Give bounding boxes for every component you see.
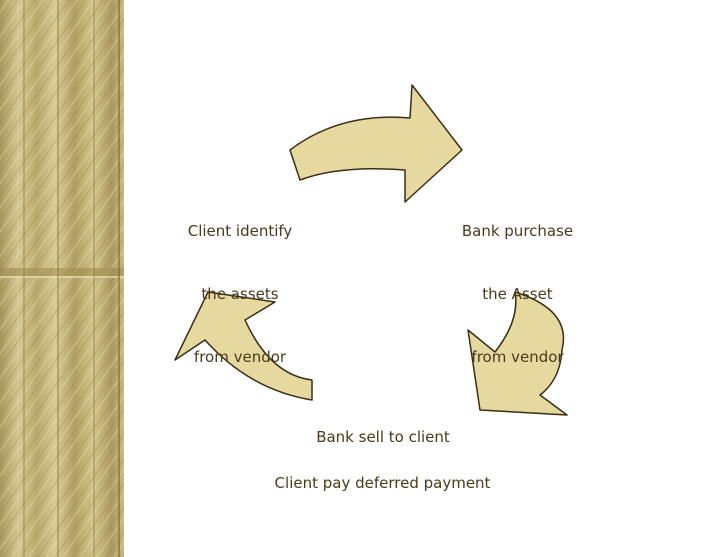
stripe-graphic	[0, 0, 124, 557]
decorative-stripe	[0, 0, 124, 557]
arrow-right	[467, 291, 568, 416]
step-client-identify-line-1: Client identify	[187, 222, 293, 240]
arrow-left	[174, 291, 313, 401]
footer-caption-text: Client pay deferred payment	[274, 474, 491, 492]
step-client-identify-line-2: the assets	[201, 285, 279, 303]
arrow-top	[289, 84, 463, 203]
step-bank-purchase-line-3: from vendor	[471, 348, 564, 366]
step-client-identify-line-3: from vendor	[193, 348, 287, 366]
step-client-identify: Client identify the assets from vendor	[178, 179, 302, 389]
step-bank-purchase-line-2: the Asset	[482, 285, 553, 303]
step-bank-purchase-line-1: Bank purchase	[461, 222, 574, 240]
step-bank-sell: Bank sell to client	[300, 385, 466, 469]
footer-caption: Client pay deferred payment	[255, 431, 510, 515]
step-bank-purchase: Bank purchase the Asset from vendor	[450, 179, 585, 389]
step-bank-sell-line-1: Bank sell to client	[316, 428, 450, 446]
